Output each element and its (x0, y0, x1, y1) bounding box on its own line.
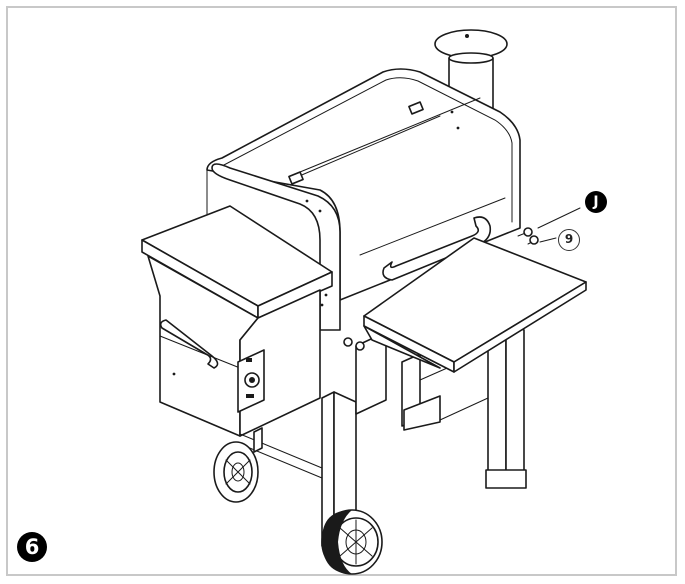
controller-panel (237, 349, 265, 413)
front-shelf (363, 237, 587, 373)
lid-handle (382, 216, 492, 281)
part-callout-9: 9 (558, 229, 580, 251)
rear-wheel (213, 427, 263, 503)
grill-barrel (206, 68, 521, 331)
hardware-callout-j: J (585, 191, 607, 213)
step-number: 6 (17, 532, 47, 562)
front-wheel (321, 509, 383, 575)
hopper (141, 205, 333, 437)
shelf-bolts (343, 207, 581, 351)
